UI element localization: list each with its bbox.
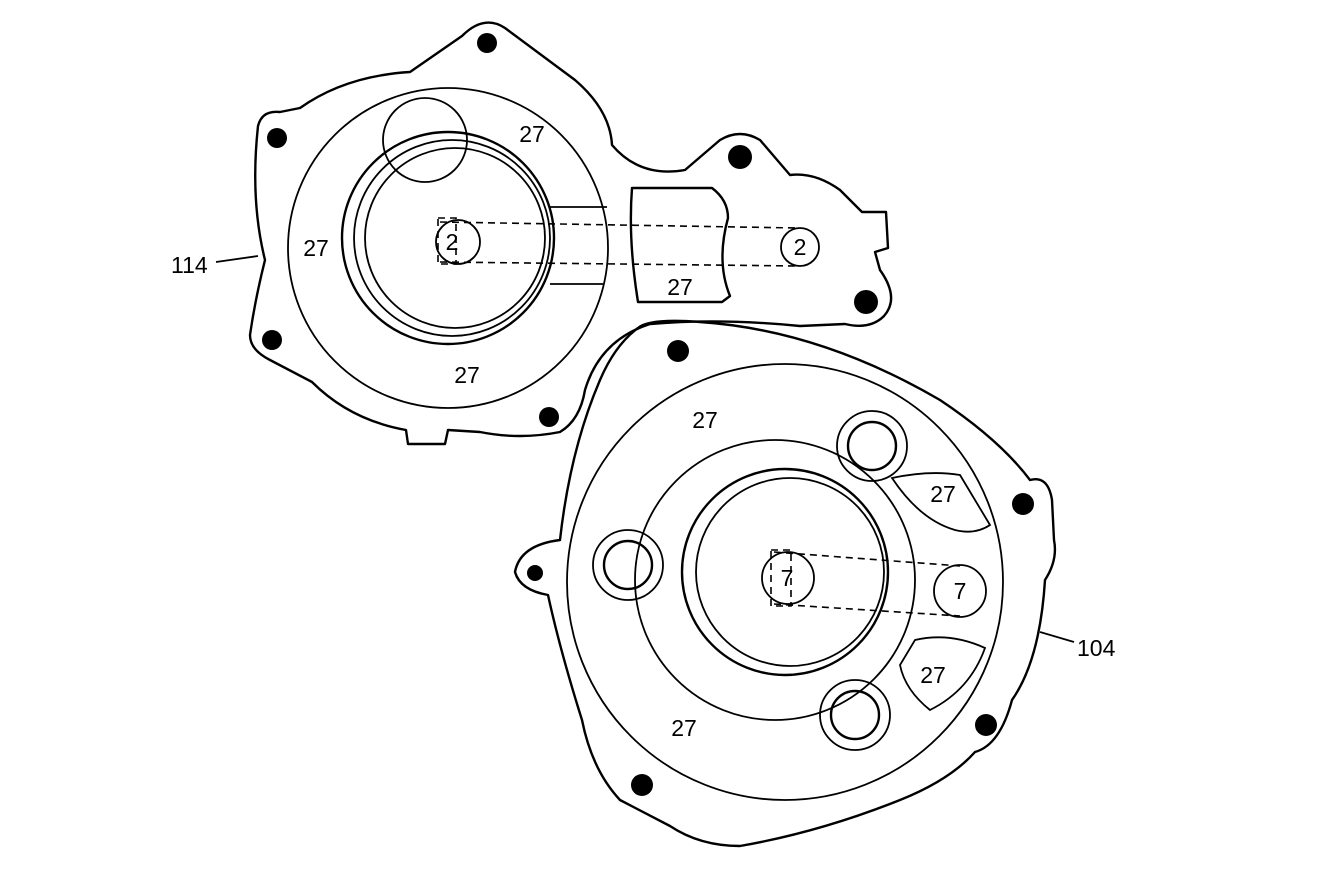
upper-bore-mid: [353, 139, 551, 337]
lower-bore-inner: [695, 477, 885, 667]
upper-passage-label: 2: [446, 229, 459, 255]
lower-bolt-hole: [667, 340, 689, 362]
lower-dowel-hole: [846, 420, 898, 472]
upper-plate: 27 27 27 27 2 2: [248, 21, 893, 446]
lower-dowel-hole: [829, 689, 881, 741]
upper-passage-label: 2: [794, 234, 807, 260]
upper-port-boss: [382, 97, 468, 183]
lower-passage-dashed-bottom: [773, 603, 961, 617]
lower-bolt-hole: [975, 714, 997, 736]
lower-dowel-boss: [592, 529, 664, 601]
upper-passage-dashed-end: [437, 217, 457, 265]
upper-bolt-hole: [262, 330, 282, 350]
lower-area-label: 27: [671, 715, 697, 741]
lower-plate-outline: [513, 319, 1057, 848]
callout-leader-104: [1039, 631, 1075, 643]
lower-gasket-outer-ring: [566, 363, 1004, 801]
upper-gasket-outer-ring: [287, 87, 609, 409]
upper-passage-dashed-bottom: [439, 261, 799, 267]
upper-side-cutout: [629, 186, 732, 304]
lower-passage-outlet: [933, 564, 987, 618]
lower-center-port: [761, 551, 815, 605]
lower-bolt-hole: [1012, 493, 1034, 515]
lower-passage-dashed-top: [773, 551, 961, 567]
upper-bolt-hole: [477, 33, 497, 53]
upper-area-label: 27: [454, 362, 480, 388]
callout-114: 114: [171, 252, 208, 278]
lower-bolt-hole: [527, 565, 543, 581]
lower-dowel-boss: [836, 410, 908, 482]
upper-passage-dashed-top: [439, 221, 799, 229]
lower-bore-outer: [634, 439, 916, 721]
upper-bore-outer: [340, 130, 556, 346]
lower-passage-label: 7: [954, 578, 967, 604]
lower-plate: 27 27 27 27 7 7: [513, 319, 1057, 848]
lower-dowel-hole: [602, 539, 654, 591]
lower-passage-dashed-end: [770, 549, 792, 607]
callout-leader-114: [215, 255, 259, 263]
upper-area-label: 27: [667, 274, 693, 300]
upper-bore-inner: [364, 147, 546, 329]
lower-gasket-land: [890, 472, 992, 533]
lower-dowel-boss: [819, 679, 891, 751]
lower-area-label: 27: [930, 481, 956, 507]
upper-bolt-hole: [267, 128, 287, 148]
lower-bore-mid: [680, 467, 890, 677]
upper-plate-outline: [248, 21, 893, 446]
lower-bolt-hole: [631, 774, 653, 796]
upper-bolt-hole: [854, 290, 878, 314]
lower-area-label: 27: [692, 407, 718, 433]
upper-passage-outlet: [780, 227, 820, 267]
lower-area-label: 27: [920, 662, 946, 688]
callout-104: 104: [1077, 635, 1116, 661]
upper-area-label: 27: [303, 235, 329, 261]
upper-bolt-hole: [728, 145, 752, 169]
upper-center-port: [435, 219, 481, 265]
upper-bolt-hole: [539, 407, 559, 427]
lower-passage-label: 7: [781, 565, 794, 591]
callouts: 114 104: [171, 252, 1116, 661]
lower-gasket-land: [899, 636, 987, 712]
upper-area-label: 27: [519, 121, 545, 147]
upper-channel-walls: [550, 206, 607, 285]
